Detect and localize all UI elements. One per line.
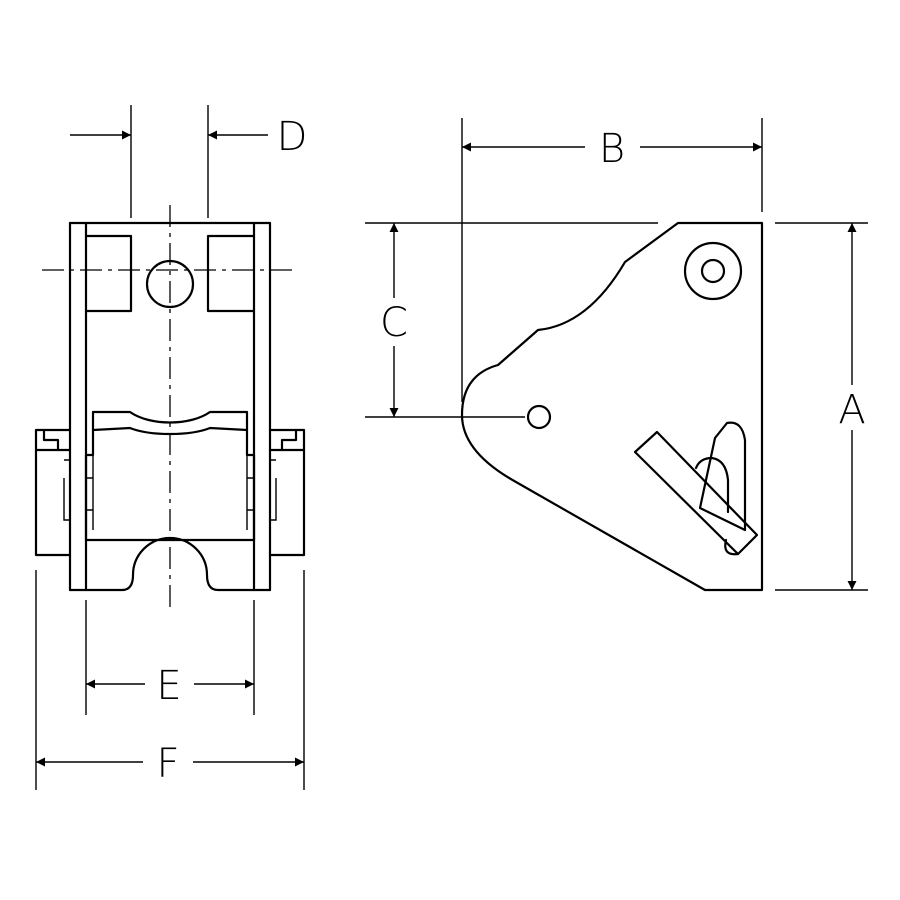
front-top-left-block <box>84 234 133 313</box>
dim-e-label: E <box>156 663 181 709</box>
side-lever-tip <box>724 538 740 556</box>
side-pin-hole <box>526 404 552 430</box>
front-cam-side-lines <box>86 455 254 530</box>
front-cam-outline <box>84 410 256 542</box>
side-upper-sheave-outer <box>683 241 743 301</box>
front-left-bracket <box>34 428 72 557</box>
dim-f-label: F <box>156 741 179 787</box>
dim-f-extension-lines <box>35 570 305 790</box>
dim-d-label: D <box>277 114 308 160</box>
side-view <box>460 221 764 592</box>
front-right-bracket <box>268 428 306 557</box>
front-left-bracket-detail <box>63 459 70 521</box>
side-upper-sheave-inner <box>700 258 726 284</box>
side-cam-slot <box>694 456 730 514</box>
front-view <box>34 205 306 610</box>
dimension-e: E <box>85 600 255 715</box>
front-left-plate <box>68 221 88 592</box>
dimension-d: D <box>70 105 307 218</box>
dimension-b: B <box>461 118 763 402</box>
front-right-bracket-detail <box>270 459 277 521</box>
dimension-c: C <box>365 222 658 418</box>
dim-a-label: A <box>838 387 865 433</box>
side-cam-triangle <box>698 421 747 532</box>
dim-b-extension-lines <box>461 118 763 402</box>
dim-d-extension-lines <box>130 105 209 218</box>
front-top-right-block <box>206 234 256 313</box>
front-right-plate <box>252 221 272 592</box>
dim-c-label: C <box>380 300 408 346</box>
side-body-outline <box>460 221 764 592</box>
side-lever-arm <box>633 430 759 556</box>
dimension-f: F <box>35 570 305 790</box>
dimension-a: A <box>775 222 868 591</box>
dim-e-extension-lines <box>85 600 255 715</box>
dim-c-extension-lines <box>365 222 658 418</box>
dim-b-label: B <box>599 126 625 172</box>
